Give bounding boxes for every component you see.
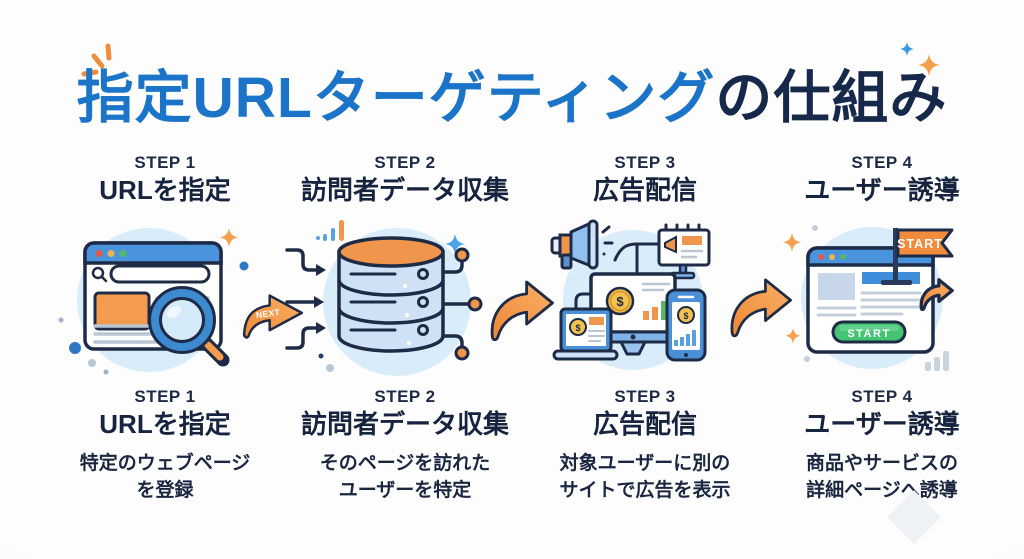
title-sparkles-icon (900, 42, 940, 76)
step4-description: 商品やサービスの 詳細ページへ誘導 (805, 453, 958, 501)
step3-column: STEP 3 広告配信 (525, 152, 765, 504)
step3-bottom-label: STEP 3 (614, 387, 676, 406)
magnifier-icon (148, 286, 230, 367)
sparkle-icon (58, 228, 249, 375)
laptop-icon: $ (552, 307, 619, 361)
page-title-highlight: 指定URLターゲティング (76, 66, 716, 130)
mini-arrow-icon (919, 278, 954, 312)
step4-top-label: STEP 4 (851, 153, 913, 172)
step1-bottom-label: STEP 1 (134, 387, 196, 406)
mini-bar-chart-icon (925, 351, 949, 371)
phone-icon: $ (665, 288, 707, 362)
step1-column: STEP 1 URLを指定 (45, 152, 285, 504)
dot-decor (326, 364, 334, 372)
start-flag: START (881, 228, 954, 285)
megaphone-icon (550, 219, 614, 270)
step3-bottom-name: 広告配信 (592, 409, 697, 439)
step1-description: 特定のウェブページ を登録 (79, 453, 251, 501)
browser-dot-green (119, 250, 127, 257)
step3-top-label: STEP 3 (614, 153, 676, 172)
page-image-block (818, 273, 855, 300)
flow-arrow-3-icon (730, 278, 792, 338)
step2-top-label: STEP 2 (374, 153, 436, 172)
start-flag-label: START (897, 237, 943, 251)
sparkle-icon (782, 233, 802, 252)
sparkle-icon (445, 234, 465, 254)
step2-illustration (285, 220, 483, 376)
browser-dot-green (840, 254, 846, 260)
data-in-arrows (285, 248, 326, 350)
browser-dot-red (95, 250, 103, 257)
next-arrow-label: NEXT (255, 307, 281, 320)
dot-decor (318, 353, 324, 359)
start-button-label: START (847, 328, 890, 340)
browser-dot-yellow (829, 254, 835, 260)
mini-bar-chart-icon (316, 220, 344, 241)
step4-bottom-label: STEP 4 (851, 387, 913, 406)
step1-illustration (58, 228, 249, 375)
title-burst-icon (81, 43, 112, 77)
page-title: 指定URLターゲティングの仕組み (0, 52, 1024, 134)
step4-column: STEP 4 ユーザー誘導 (762, 152, 1002, 504)
sound-marks (601, 225, 614, 256)
browser-dot-red (818, 254, 824, 260)
page-text-lines (816, 291, 922, 317)
dot-decor (812, 225, 818, 231)
svg-text:$: $ (683, 311, 688, 321)
step3-description: 対象ユーザーに別の サイトで広告を表示 (559, 453, 731, 501)
data-out-nodes (441, 247, 483, 361)
step1-top-label: STEP 1 (134, 153, 196, 172)
step4-bottom-name: ユーザー誘導 (804, 409, 960, 439)
step3-illustration: $ $ (550, 219, 711, 370)
svg-text:$: $ (575, 323, 580, 333)
next-arrow-icon: NEXT (242, 294, 304, 339)
dot-decor (804, 356, 810, 362)
step1-bottom-name: URLを指定 (99, 409, 231, 439)
search-bar (91, 264, 211, 284)
billboard-icon (657, 223, 711, 280)
step4-illustration: START START (782, 225, 954, 371)
sparkle-icon (785, 328, 801, 344)
step3-top-name: 広告配信 (592, 175, 697, 205)
database-icon (337, 236, 445, 353)
svg-text:$: $ (616, 294, 624, 309)
step2-bottom-label: STEP 2 (374, 387, 436, 406)
step2-top-name: 訪問者データ収集 (300, 175, 509, 205)
step2-column: STEP 2 訪問者データ収集 (285, 152, 525, 504)
page-image-block (93, 291, 151, 331)
browser-dot-yellow (107, 250, 115, 257)
start-button: START (831, 320, 907, 344)
flow-arrow-2-icon (490, 280, 554, 342)
step1-top-name: URLを指定 (99, 175, 231, 205)
step2-description: そのページを訪れた ユーザーを特定 (319, 453, 491, 501)
page-title-suffix: の仕組み (715, 66, 948, 130)
step2-bottom-name: 訪問者データ収集 (300, 409, 509, 439)
step4-top-name: ユーザー誘導 (804, 175, 960, 205)
